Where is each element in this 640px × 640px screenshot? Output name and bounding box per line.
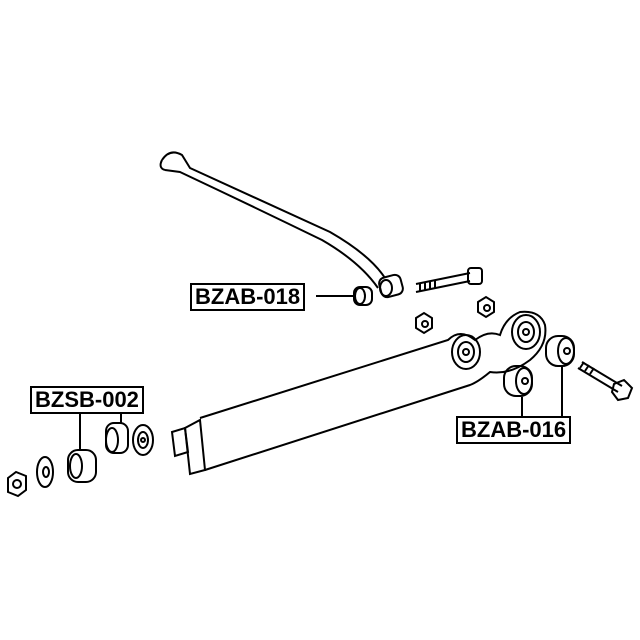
upper-trailing-link <box>159 151 404 299</box>
washer-bearing <box>132 424 154 456</box>
upper-bolt <box>415 267 483 293</box>
rear-bolt <box>577 361 634 402</box>
bzab-016-bushing <box>545 335 575 367</box>
part-label-bzsb-002: BZSB-002 <box>30 386 144 414</box>
bzsb-002-bushing <box>67 449 97 483</box>
washer <box>36 456 54 488</box>
nut <box>415 311 433 335</box>
bzsb-002-bushing <box>105 422 129 454</box>
front-nut <box>7 470 27 498</box>
bzab-016-bushing <box>503 365 533 397</box>
nut <box>477 295 495 319</box>
part-label-bzab-016: BZAB-016 <box>456 416 572 444</box>
part-label-bzab-018: BZAB-018 <box>190 283 306 311</box>
bzab-018-bushing <box>353 286 373 306</box>
lower-trailing-arm <box>170 310 547 476</box>
